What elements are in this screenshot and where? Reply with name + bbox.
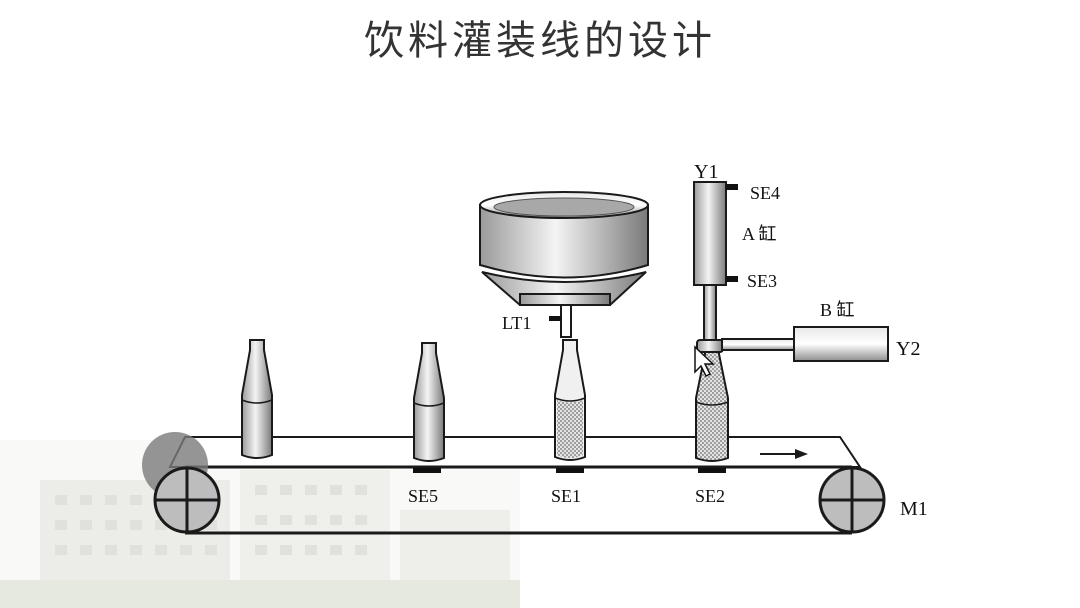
label-m1: M1	[900, 498, 928, 520]
sensor-lt1-mark	[549, 316, 561, 321]
sensor-se5-mark	[413, 468, 441, 473]
bottle-filling	[554, 339, 586, 461]
label-y2: Y2	[896, 338, 920, 360]
filling-tank	[479, 191, 649, 338]
mouse-cursor-icon	[694, 345, 715, 378]
label-lt1: LT1	[502, 313, 531, 333]
label-se2: SE2	[695, 486, 725, 506]
cylinder-a	[693, 181, 738, 353]
bottle-empty-2	[413, 342, 445, 462]
arrow-right-icon	[760, 449, 808, 459]
label-cylinder-a: A 缸	[742, 223, 777, 244]
cylinder-b	[721, 326, 889, 362]
sensor-se1-mark	[556, 468, 584, 473]
label-se1: SE1	[551, 486, 581, 506]
label-cylinder-b: B 缸	[820, 299, 855, 320]
label-y1: Y1	[694, 161, 718, 183]
sensor-se4-mark	[726, 184, 738, 190]
label-se3: SE3	[747, 271, 777, 291]
label-se4: SE4	[750, 183, 780, 203]
bottle-empty-1	[241, 339, 273, 459]
conveyor-belt	[142, 432, 862, 535]
sensor-se2-mark	[698, 468, 726, 473]
label-se5: SE5	[408, 486, 438, 506]
left-roller	[153, 466, 221, 534]
page-title: 饮料灌装线的设计	[364, 18, 716, 64]
right-roller-m1	[818, 466, 886, 534]
sensor-se3-mark	[726, 276, 738, 282]
